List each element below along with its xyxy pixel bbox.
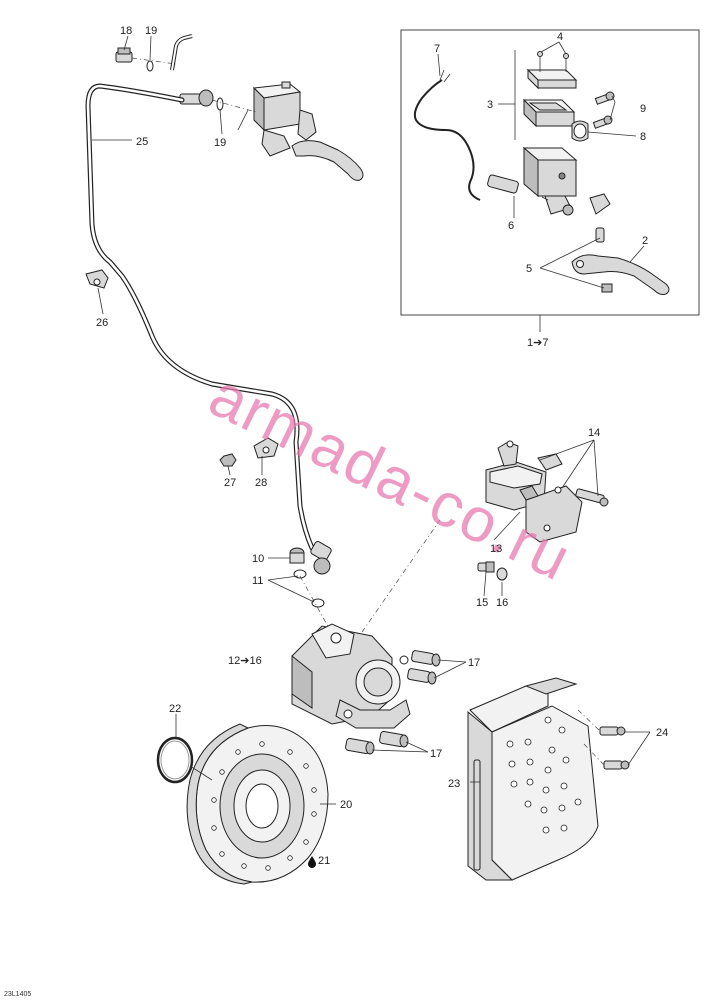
brake-light-switch-wire <box>413 69 519 201</box>
brake-caliper <box>291 623 411 729</box>
callout-5: 5 <box>526 263 532 275</box>
caliper-bolts-lower <box>345 730 409 755</box>
inset-reference-label: 1➔7 <box>527 337 548 349</box>
callout-labels: 18 19 19 25 26 27 28 10 11 12➔16 14 13 1… <box>96 25 668 867</box>
master-cylinder-inset-frame <box>400 29 700 316</box>
callout-13: 13 <box>490 543 502 555</box>
brake-lever-inset <box>571 254 670 295</box>
callout-20: 20 <box>340 799 352 811</box>
callout-24: 24 <box>656 727 668 739</box>
callout-22: 22 <box>169 703 181 715</box>
callout-25: 25 <box>136 136 148 148</box>
callout-7: 7 <box>434 43 440 55</box>
callout-26: 26 <box>96 317 108 329</box>
hose-clip-26 <box>85 269 109 289</box>
threadlocker-drop-icon <box>308 856 316 868</box>
callout-3: 3 <box>487 99 493 111</box>
hose-clip-28 <box>253 437 279 459</box>
bleed-screw <box>477 561 508 581</box>
lever-pivot-bolt <box>595 227 613 293</box>
nut-27 <box>219 453 237 467</box>
heat-shield-screws <box>577 709 630 770</box>
callout-17-upper: 17 <box>468 657 480 669</box>
caliper-centerline <box>361 519 441 633</box>
reservoir-cap <box>526 51 578 90</box>
callout-16: 16 <box>496 597 508 609</box>
brake-disc <box>186 723 329 885</box>
caliper-bolts-upper <box>407 650 441 685</box>
caliper-kit-label: 12➔16 <box>228 655 262 667</box>
callout-9: 9 <box>640 103 646 115</box>
callout-21: 21 <box>318 855 330 867</box>
brake-hose <box>85 83 315 551</box>
dust-boot <box>541 193 611 215</box>
heat-shield <box>467 677 599 881</box>
pad-retaining-pin <box>537 453 609 507</box>
callout-15: 15 <box>476 597 488 609</box>
clamp-screws <box>592 91 615 129</box>
o-ring-22 <box>156 736 194 784</box>
brake-pads <box>485 440 583 543</box>
callout-10: 10 <box>252 553 264 565</box>
callout-6: 6 <box>508 220 514 232</box>
callout-8: 8 <box>640 131 646 143</box>
callout-11: 11 <box>252 575 263 587</box>
callout-2: 2 <box>642 235 648 247</box>
lower-hose-fitting <box>310 541 332 575</box>
inset-callout-leaders <box>437 41 645 289</box>
handlebar-clamp <box>571 120 589 142</box>
callout-17-lower: 17 <box>430 748 442 760</box>
handlebar-stub <box>170 34 193 71</box>
master-cylinder-assembly <box>237 81 364 181</box>
callout-23: 23 <box>448 778 460 790</box>
callout-18: 18 <box>120 25 132 37</box>
callout-14: 14 <box>588 427 600 439</box>
reservoir-diaphragm <box>522 98 576 128</box>
banjo-bolt-18 <box>115 47 177 72</box>
callout-19: 19 <box>214 137 226 149</box>
banjo-bolt-10 <box>289 547 331 631</box>
figure-code: 23L1405 <box>4 991 31 998</box>
callout-leaders <box>92 35 651 805</box>
callout-28: 28 <box>255 477 267 489</box>
upper-banjo-fitting <box>179 89 257 113</box>
callout-19-top: 19 <box>145 25 157 37</box>
callout-4: 4 <box>557 31 563 43</box>
callout-27: 27 <box>224 477 236 489</box>
master-cylinder-body <box>522 146 578 216</box>
